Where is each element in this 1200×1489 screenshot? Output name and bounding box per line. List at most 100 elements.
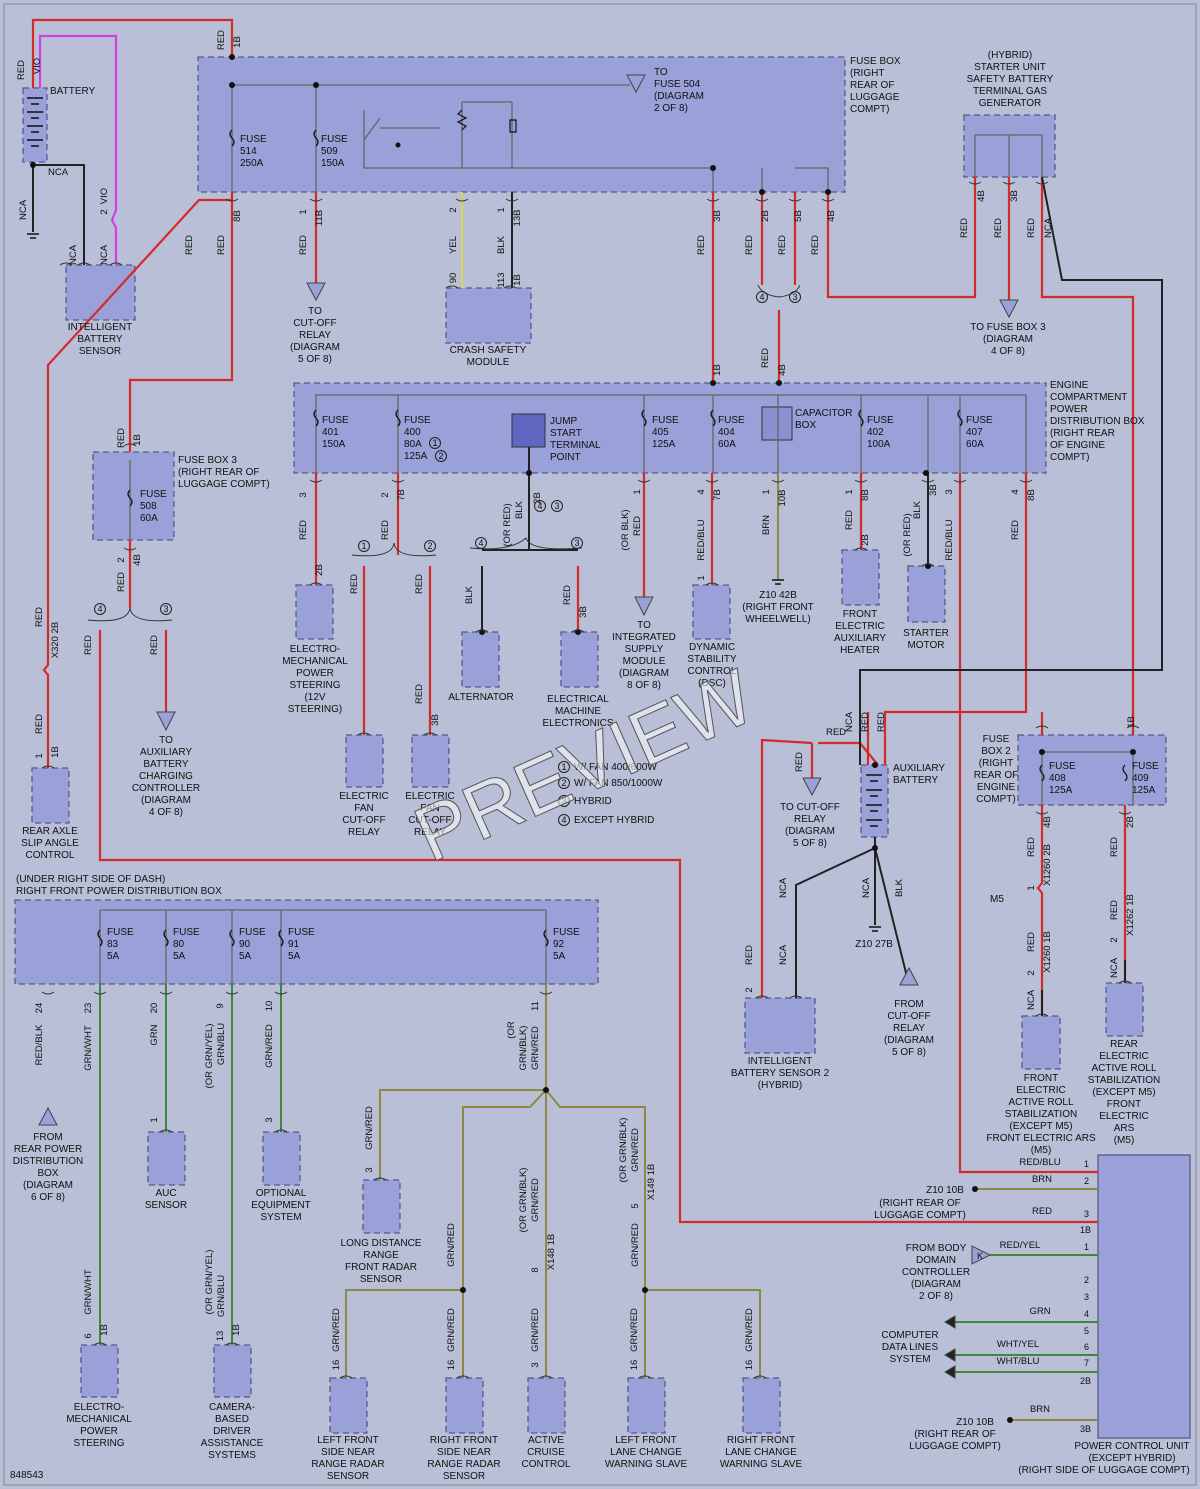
wire-label: GRN/RED — [530, 1178, 541, 1222]
wire-label: RED — [844, 510, 855, 530]
circle-reference-ring — [789, 291, 801, 303]
wire-label: RED — [562, 585, 573, 605]
wire-label: RED — [414, 574, 425, 594]
aux-battery-box — [860, 764, 889, 838]
wire-label: 4B — [777, 364, 788, 376]
optional-box — [262, 1131, 301, 1186]
circle-reference-number: 4 — [561, 815, 566, 825]
circle-reference-number: 3 — [554, 501, 559, 511]
circle-reference-number: 4 — [759, 292, 764, 302]
rflc-box — [742, 1377, 781, 1434]
wires-red-blu — [710, 473, 1098, 1174]
circle-reference-ring — [558, 814, 570, 826]
pcu-pin-number: 5 — [1084, 1326, 1089, 1336]
wire-label: 1 — [34, 753, 45, 758]
wire-label: RED — [760, 348, 771, 368]
wire-label: 2B — [314, 564, 325, 576]
wire-label: RED — [380, 520, 391, 540]
circle-reference-number: 1 — [361, 541, 366, 551]
camera-box — [213, 1344, 252, 1398]
wire-label: 2 — [1109, 937, 1120, 942]
fuse-box-rear — [197, 56, 846, 193]
wire-label: RED — [116, 572, 127, 592]
wire-label: WHT/YEL — [997, 1339, 1039, 1350]
circle-reference-number: 4 — [478, 538, 483, 548]
lrr-box — [362, 1179, 401, 1234]
wire-label: GRN/RED — [530, 1026, 541, 1070]
wire-label: 11 — [530, 1001, 541, 1011]
lflc-box — [627, 1377, 666, 1434]
wire-label: GRN/BLK) — [518, 1026, 529, 1071]
wire-label: 1B — [1126, 716, 1137, 728]
wire-label: RED — [298, 520, 309, 540]
wire-label: (OR GRN/BLK) — [618, 1118, 629, 1183]
wire-label: 3 — [364, 1167, 375, 1172]
wire-label: GRN — [1029, 1306, 1050, 1317]
pcu-pin-number: 2 — [1084, 1176, 1089, 1186]
wire-label: X1260 2B — [1042, 844, 1053, 886]
rfs-box — [445, 1377, 484, 1434]
wire-label: GRN — [149, 1024, 160, 1045]
front-box — [14, 899, 599, 985]
circle-reference-ring — [160, 603, 172, 615]
wire-label: GRN/BLU — [216, 1023, 227, 1065]
wire-label: 23 — [83, 1003, 94, 1014]
circle-reference-number: 3 — [792, 292, 797, 302]
wire-label: RED/YEL — [1000, 1240, 1041, 1251]
circle-reference: 4 — [475, 537, 487, 549]
wire-label: GRN/RED — [744, 1308, 755, 1352]
wire-label: 2B — [532, 492, 543, 504]
wire-label: 2 — [448, 207, 459, 212]
wire-label: NCA — [1109, 957, 1120, 978]
wire-label: 11B — [314, 210, 325, 226]
wire-label: RED — [16, 60, 27, 80]
diagram-frame — [3, 3, 1197, 1486]
wire-label: 13 — [215, 1331, 226, 1342]
circle-reference-ring — [756, 291, 768, 303]
wire-label: 3 — [530, 1362, 541, 1367]
reference-arrows — [38, 74, 1019, 1379]
wire-label: 16 — [744, 1360, 755, 1371]
wire-label: 5B — [793, 210, 804, 222]
circle-reference: 4 — [94, 603, 106, 615]
wire-label: NCA — [1026, 989, 1037, 1010]
pcu-pin-number: 2 — [1084, 1275, 1089, 1285]
wire-label: BLK — [514, 500, 525, 519]
wire-label: 2B — [760, 210, 771, 222]
wire-label: VIO — [99, 188, 110, 204]
wire-label: RED — [216, 30, 227, 50]
emach-box — [560, 631, 599, 688]
wire-label: (OR RED) — [502, 503, 513, 546]
eps12-box — [295, 584, 334, 640]
capacitor-box — [761, 406, 793, 441]
battery-box — [22, 87, 48, 163]
wires-brown — [777, 473, 1098, 1421]
pcu-pin-number: 1 — [1084, 1159, 1089, 1169]
circle-reference: 4 — [756, 291, 768, 303]
fusebox2-box — [1017, 734, 1167, 806]
wire-label: RED — [810, 235, 821, 255]
wire-label: YEL — [448, 236, 459, 254]
wire-label: GRN/RED — [446, 1223, 457, 1267]
wire-label: 6 — [83, 1333, 94, 1338]
circle-reference: 3 — [160, 603, 172, 615]
lfs-box — [329, 1377, 368, 1434]
wire-label: 10 — [264, 1001, 275, 1012]
wire-label: 5 — [630, 1203, 641, 1208]
alternator-box — [461, 631, 500, 688]
wire-label: 7B — [396, 489, 407, 501]
wire-label: RED — [116, 428, 127, 448]
